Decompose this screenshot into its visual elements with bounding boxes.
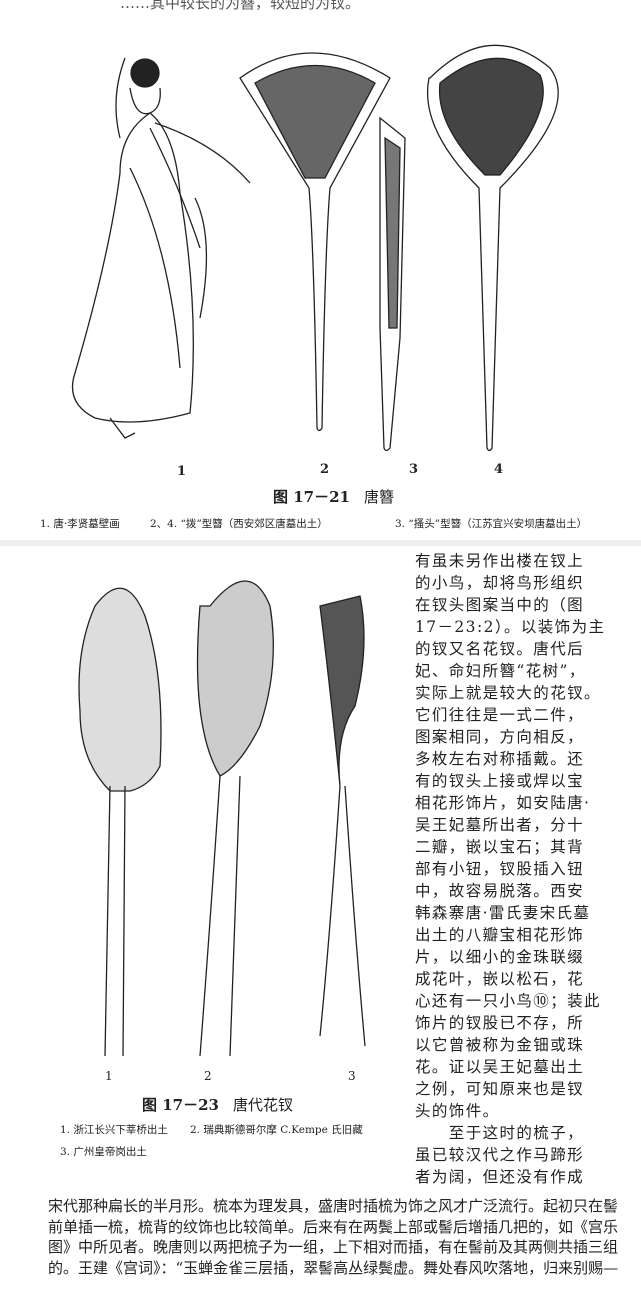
figure-id: 图 17－23 xyxy=(142,1096,219,1114)
text-line: 二瓣，嵌以宝石；其背 xyxy=(415,838,585,856)
text-line: 实际上就是较大的花钗。 xyxy=(415,684,601,702)
figure-name: 唐代花钗 xyxy=(232,1096,293,1114)
figure-number: 1 xyxy=(177,464,187,479)
text-line: 妃、命妇所簪“花树”， xyxy=(415,662,586,680)
figure-17-23-illustration xyxy=(78,580,366,1057)
text-line: 成花叶，嵌以松石，花 xyxy=(415,970,585,988)
figure-caption: 3. “搔头”型簪（江苏宜兴安坝唐墓出土） xyxy=(395,518,588,530)
figure-number: 4 xyxy=(494,462,504,477)
text-line: 至于这时的梳子， xyxy=(415,1124,585,1142)
figure-caption: 2、4. “拨”型簪（西安郊区唐墓出土） xyxy=(150,518,328,530)
text-line: 它们往往是一式二件， xyxy=(415,706,585,724)
figure-17-21-panel: 1 2 3 4 图 17－21 唐簪 1. 唐·李贤墓壁画 2、4. “拨”型簪（… xyxy=(0,18,641,546)
text-line: 花。证以吴王妃墓出土 xyxy=(415,1058,585,1076)
figure-17-21-illustration xyxy=(71,44,559,452)
text-line: 者为阔，但还没有作成 xyxy=(415,1168,585,1186)
text-line: 的。王建《宫词》：“玉蝉金雀三层插，翠髻高丛绿鬓虚。舞处春风吹落地，归来别赐— xyxy=(48,1258,619,1277)
text-line: 宋代那种扁长的半月形。梳本为理发具，盛唐时插梳为饰之风才广泛流行。起初只在髻 xyxy=(48,1197,619,1215)
figure-caption: 1. 唐·李贤墓壁画 xyxy=(40,518,120,530)
text-line: 以它曾被称为金钿或珠 xyxy=(415,1036,585,1054)
figure-title: 图 17－23 唐代花钗 xyxy=(142,1094,293,1115)
text-line: 韩森寨唐·雷氏妻宋氏墓 xyxy=(415,904,591,922)
text-line: 有虽未另作出楼在钗上 xyxy=(415,552,585,570)
text-line: 的小鸟，却将鸟形组织 xyxy=(415,574,585,592)
figure-number: 3 xyxy=(409,462,419,477)
text-line: 多枚左右对称插戴。还 xyxy=(415,750,585,768)
text-line: 部有小钮，钗股插入钮 xyxy=(415,860,585,878)
text-line: 的钗又名花钗。唐代后 xyxy=(415,640,585,658)
text-line: 在钗头图案当中的（图 xyxy=(415,596,585,614)
text-line: 出土的八瓣宝相花形饰 xyxy=(415,926,585,944)
text-line: 片，以细小的金珠联缀 xyxy=(415,948,585,966)
text-line: 吴王妃墓所出者，分十 xyxy=(415,816,585,834)
figure-number: 2 xyxy=(204,1069,212,1083)
figure-name: 唐簪 xyxy=(363,488,394,506)
text-line: 前单插一梳，梳背的纹饰也比较简单。后来有在两鬓上部或髻后增插几把的，如《宫乐 xyxy=(48,1217,619,1236)
figure-number: 3 xyxy=(348,1069,356,1083)
text-line: 饰片的钗股已不存，所 xyxy=(415,1014,585,1032)
figure-caption: 2. 瑞典斯德哥尔摩 C.Kempe 氏旧藏 xyxy=(190,1124,363,1136)
figure-17-23-panel: 1 2 3 图 17－23 唐代花钗 1. 浙江长兴下莘桥出土 2. 瑞典斯德哥尔… xyxy=(0,546,641,1301)
text-line: 虽已较汉代之作马蹄形 xyxy=(415,1146,585,1164)
figure-number: 2 xyxy=(320,462,330,477)
figure-number: 1 xyxy=(105,1069,113,1083)
top-cut-line: ……其中较长的为簪，较短的为钗。 xyxy=(120,0,361,12)
figure-caption: 1. 浙江长兴下莘桥出土 xyxy=(60,1124,168,1136)
text-line: 头的饰件。 xyxy=(415,1102,500,1120)
text-line: 有的钗头上接或焊以宝 xyxy=(415,772,585,790)
text-line: 相花形饰片，如安陆唐· xyxy=(415,794,591,812)
figure-title: 图 17－21 唐簪 xyxy=(273,486,394,507)
text-line: 图》中所见者。晚唐则以两把梳子为一组，上下相对而插，有在髻前及其两侧共插三组 xyxy=(48,1238,619,1256)
figure-caption: 3. 广州皇帝岗出土 xyxy=(60,1146,147,1158)
body-text-full-width: 宋代那种扁长的半月形。梳本为理发具，盛唐时插梳为饰之风才广泛流行。起初只在髻 前… xyxy=(48,1196,633,1278)
text-line: 图案相同，方向相反， xyxy=(415,728,585,746)
text-line: 之例，可知原来也是钗 xyxy=(415,1080,585,1098)
body-text-column: 有虽未另作出楼在钗上 的小鸟，却将鸟形组织 在钗头图案当中的（图 17－23:2… xyxy=(415,550,635,1188)
text-line: 17－23:2）。以装饰为主 xyxy=(415,618,606,636)
text-line: 心还有一只小鸟⑩；装此 xyxy=(415,992,601,1010)
figure-id: 图 17－21 xyxy=(273,488,350,506)
text-line: 中，故容易脱落。西安 xyxy=(415,882,585,900)
